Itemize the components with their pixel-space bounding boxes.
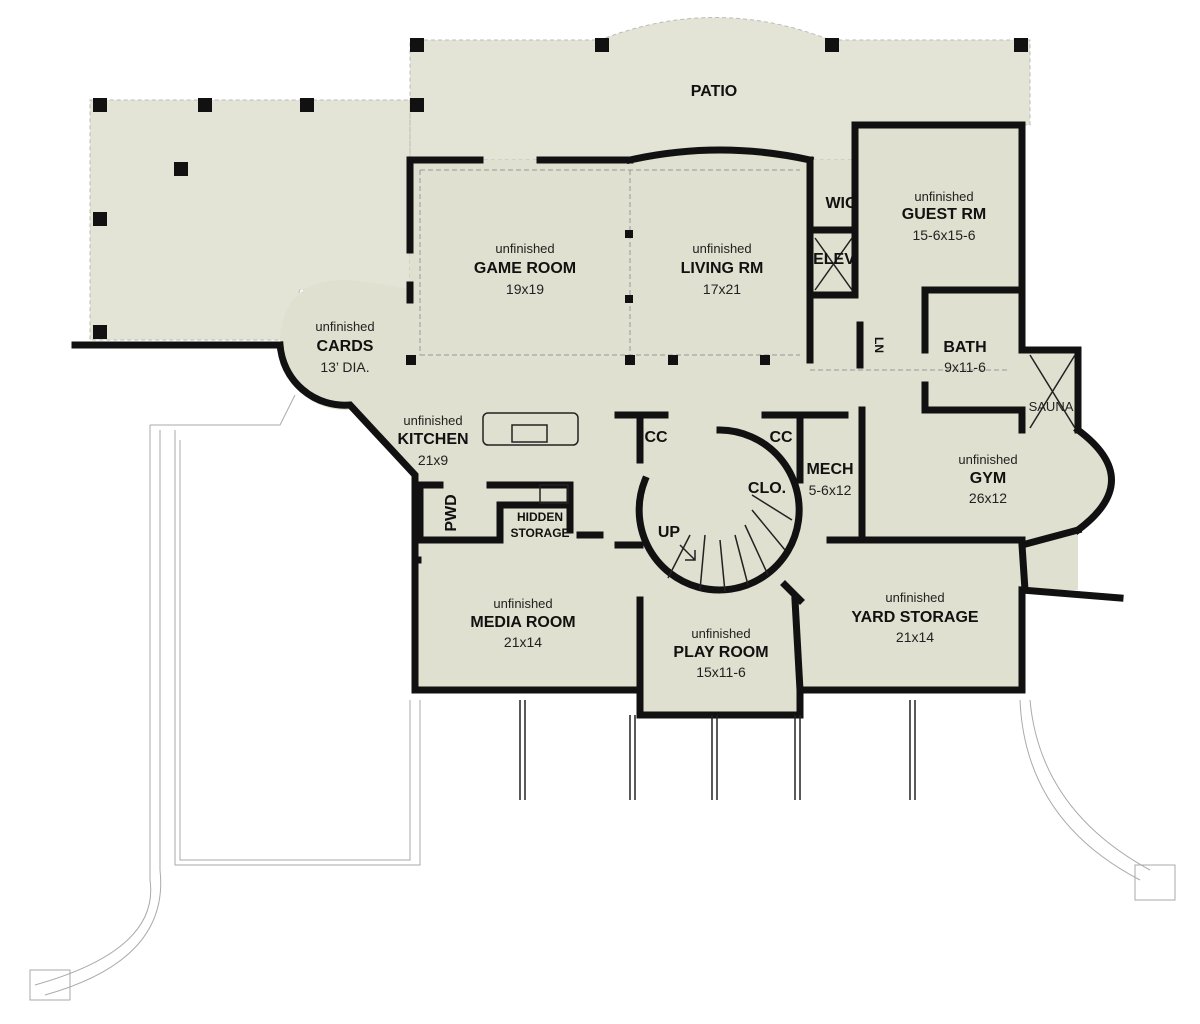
- svg-text:unfinished: unfinished: [493, 596, 552, 611]
- svg-text:5-6x12: 5-6x12: [809, 482, 852, 498]
- patio-area: [89, 17, 1031, 341]
- hidden-storage-label: HIDDEN: [517, 510, 563, 524]
- bath-label: BATH: [943, 339, 986, 356]
- kitchen-label: KITCHEN: [397, 431, 468, 448]
- game-room-label: GAME ROOM: [474, 260, 576, 277]
- guest-rm-label: GUEST RM: [902, 206, 986, 223]
- cards-label: CARDS: [317, 338, 374, 355]
- clo-label: CLO.: [748, 480, 786, 497]
- svg-text:19x19: 19x19: [506, 281, 544, 297]
- living-rm-label: LIVING RM: [681, 260, 764, 277]
- svg-text:13’ DIA.: 13’ DIA.: [320, 359, 369, 375]
- play-room-label: PLAY ROOM: [673, 644, 768, 661]
- wic-label: WIC: [825, 195, 857, 212]
- patio-label: PATIO: [691, 83, 738, 100]
- floor-area: [280, 125, 1112, 715]
- up-arrow-icon: [679, 544, 696, 561]
- kitchen-island: [482, 412, 579, 446]
- cc-right-label: CC: [769, 429, 793, 446]
- sauna-label: SAUNA: [1029, 399, 1074, 414]
- svg-text:unfinished: unfinished: [495, 241, 554, 256]
- svg-text:15x11-6: 15x11-6: [696, 664, 746, 680]
- gym-label: GYM: [970, 470, 1006, 487]
- cards-room-floor: [280, 280, 410, 410]
- sauna-box: [1029, 354, 1076, 429]
- stair-treads: [667, 494, 793, 593]
- room-labels: PATIO unfinished CARDS 13’ DIA. unfinish…: [315, 83, 1073, 680]
- yard-storage-label: YARD STORAGE: [851, 609, 978, 626]
- svg-text:unfinished: unfinished: [958, 452, 1017, 467]
- svg-text:unfinished: unfinished: [315, 319, 374, 334]
- svg-text:unfinished: unfinished: [914, 189, 973, 204]
- svg-text:21x14: 21x14: [896, 629, 934, 645]
- svg-text:unfinished: unfinished: [691, 626, 750, 641]
- walls: [71, 121, 1124, 719]
- media-room-label: MEDIA ROOM: [470, 614, 575, 631]
- svg-text:unfinished: unfinished: [885, 590, 944, 605]
- cc-left-label: CC: [644, 429, 668, 446]
- outlines: [29, 169, 1176, 1001]
- svg-text:9x11-6: 9x11-6: [944, 359, 986, 375]
- svg-text:26x12: 26x12: [969, 490, 1007, 506]
- mech-label: MECH: [806, 461, 853, 478]
- up-label: UP: [658, 524, 681, 541]
- pwd-label: PWD: [443, 494, 460, 531]
- ln-label: LN: [872, 337, 886, 353]
- svg-text:unfinished: unfinished: [692, 241, 751, 256]
- elevator-box: [814, 237, 853, 291]
- svg-text:21x9: 21x9: [418, 452, 449, 468]
- svg-text:21x14: 21x14: [504, 634, 542, 650]
- svg-text:17x21: 17x21: [703, 281, 741, 297]
- svg-text:unfinished: unfinished: [403, 413, 462, 428]
- svg-text:15-6x15-6: 15-6x15-6: [912, 227, 975, 243]
- fixtures: [482, 237, 1076, 593]
- elev-label: ELEV: [813, 251, 855, 268]
- svg-text:STORAGE: STORAGE: [510, 526, 569, 540]
- patio-posts: [93, 38, 1028, 365]
